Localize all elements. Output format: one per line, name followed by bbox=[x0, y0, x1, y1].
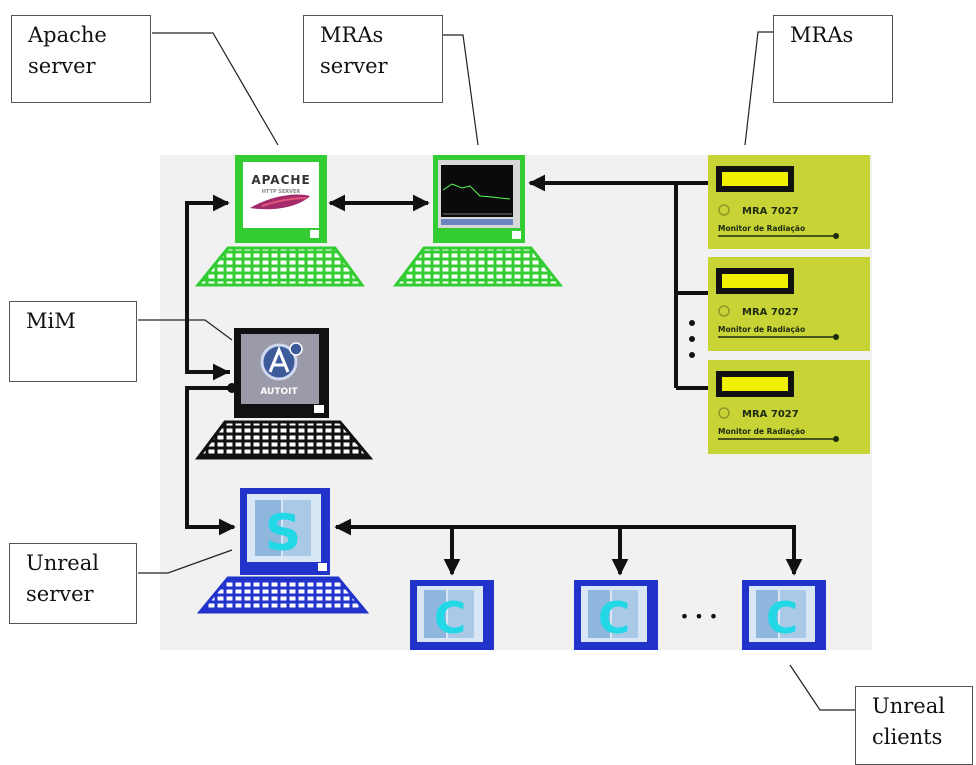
unreal-server-keyboard bbox=[196, 576, 370, 614]
leader-unreal-server bbox=[138, 549, 233, 574]
callout-leaders bbox=[138, 31, 855, 711]
mra-2-model: MRA 7027 bbox=[742, 307, 799, 318]
mra-bus-dots bbox=[689, 320, 695, 358]
leader-mim bbox=[138, 319, 233, 341]
autoit-logo-text: AUTOIT bbox=[260, 387, 298, 397]
apache-server-computer: APACHE HTTP SERVER bbox=[194, 155, 365, 287]
mim-unreal-link bbox=[185, 386, 236, 536]
callout-mim: MiM bbox=[9, 301, 137, 382]
mra-3-model: MRA 7027 bbox=[742, 409, 799, 420]
apache-keyboard bbox=[194, 246, 365, 287]
callout-unreal-clients: Unreal clients bbox=[855, 686, 973, 765]
leader-mras bbox=[744, 31, 773, 146]
mras-server-computer bbox=[392, 155, 564, 287]
connectors bbox=[185, 174, 803, 576]
mra-2-subtitle: Monitor de Radiação bbox=[718, 325, 805, 334]
apache-logo-text: APACHE bbox=[251, 173, 310, 187]
unreal-client-3: C bbox=[742, 580, 826, 650]
leader-unreal-clients bbox=[789, 664, 855, 711]
unreal-client-1: C bbox=[410, 580, 494, 650]
unreal-server-computer: S bbox=[196, 488, 370, 614]
mim-port-dot bbox=[227, 383, 237, 393]
unreal-client-2: C bbox=[574, 580, 658, 650]
apache-logo-tagline: HTTP SERVER bbox=[262, 189, 301, 195]
mra-device-2: MRA 7027 Monitor de Radiação bbox=[708, 257, 870, 351]
callout-apache-server: Apache server bbox=[11, 15, 151, 103]
leader-apache bbox=[152, 32, 279, 146]
callout-mras-server: MRAs server bbox=[303, 15, 443, 103]
apache-screen bbox=[243, 162, 319, 228]
mra-3-subtitle: Monitor de Radiação bbox=[718, 427, 805, 436]
client-logo-c-icon: C bbox=[766, 593, 798, 644]
mra-device-3: MRA 7027 Monitor de Radiação bbox=[708, 360, 870, 454]
callout-unreal-server: Unreal server bbox=[9, 543, 137, 624]
server-logo-s-icon: S bbox=[265, 504, 301, 562]
mra-1-subtitle: Monitor de Radiação bbox=[718, 224, 805, 233]
clients-ellipsis: • • • bbox=[680, 607, 718, 626]
mras-server-keyboard bbox=[392, 246, 564, 287]
mra-1-model: MRA 7027 bbox=[742, 206, 799, 217]
callout-mras: MRAs bbox=[773, 15, 893, 103]
mim-keyboard bbox=[195, 420, 374, 460]
mim-computer: AUTOIT bbox=[195, 328, 374, 460]
client-logo-c-icon: C bbox=[434, 593, 466, 644]
client-logo-c-icon: C bbox=[598, 593, 630, 644]
leader-mras-server bbox=[443, 34, 479, 146]
mra-device-1: MRA 7027 Monitor de Radiação bbox=[708, 155, 870, 249]
